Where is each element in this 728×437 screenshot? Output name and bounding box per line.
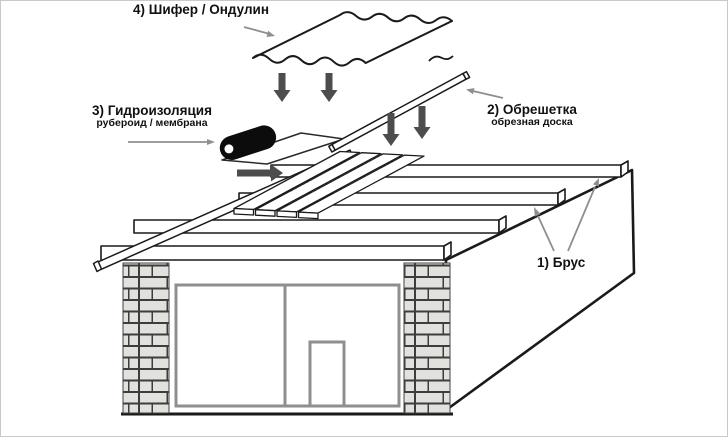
corrugated-sheet-icon xyxy=(252,11,454,67)
assembly-arrows xyxy=(237,73,431,182)
label-layer4-roofing: 4) Шифер / Ондулин xyxy=(133,2,270,17)
sample-lathing-board xyxy=(328,70,471,153)
waterproofing-layer xyxy=(219,125,345,165)
brick-pillar-left xyxy=(122,262,170,414)
pointer-arrow-icon xyxy=(567,178,599,252)
side-wall xyxy=(440,168,636,415)
pointer-arrows xyxy=(128,26,599,252)
pointer-arrow-icon xyxy=(466,88,504,99)
garage-door xyxy=(174,283,401,408)
beam-2 xyxy=(133,215,507,234)
garage-building xyxy=(121,168,636,416)
label-layer3-subtitle: рубероид / мембрана xyxy=(96,117,208,130)
pointer-arrow-icon xyxy=(128,139,215,145)
down-arrow-icon xyxy=(382,113,400,146)
brick-pillar-right xyxy=(403,262,451,414)
label-layer2-subtitle: обрезная доска xyxy=(491,116,573,129)
label-layer2-lathing: 2) Обрешетка обрезная доска xyxy=(479,102,585,129)
roof-beams xyxy=(100,160,629,261)
label-layer3-title: 3) Гидроизоляция xyxy=(92,103,212,118)
lathing-deck xyxy=(233,150,425,220)
label-layer3-waterproofing: 3) Гидроизоляция рубероид / мембрана xyxy=(85,103,219,130)
pointer-arrow-icon xyxy=(243,26,275,37)
wall-plate-beam xyxy=(100,241,452,261)
label-layer1-beams: 1) Брус xyxy=(537,255,586,270)
right-arrow-icon xyxy=(237,164,283,182)
down-arrow-icon xyxy=(413,106,431,139)
label-layer2-title: 2) Обрешетка xyxy=(487,102,577,117)
down-arrow-icon xyxy=(320,73,338,102)
pointer-arrow-icon xyxy=(534,207,555,252)
wicket-door xyxy=(308,340,346,406)
waterproofing-roll-icon xyxy=(219,125,277,160)
down-arrow-icon xyxy=(273,73,291,102)
